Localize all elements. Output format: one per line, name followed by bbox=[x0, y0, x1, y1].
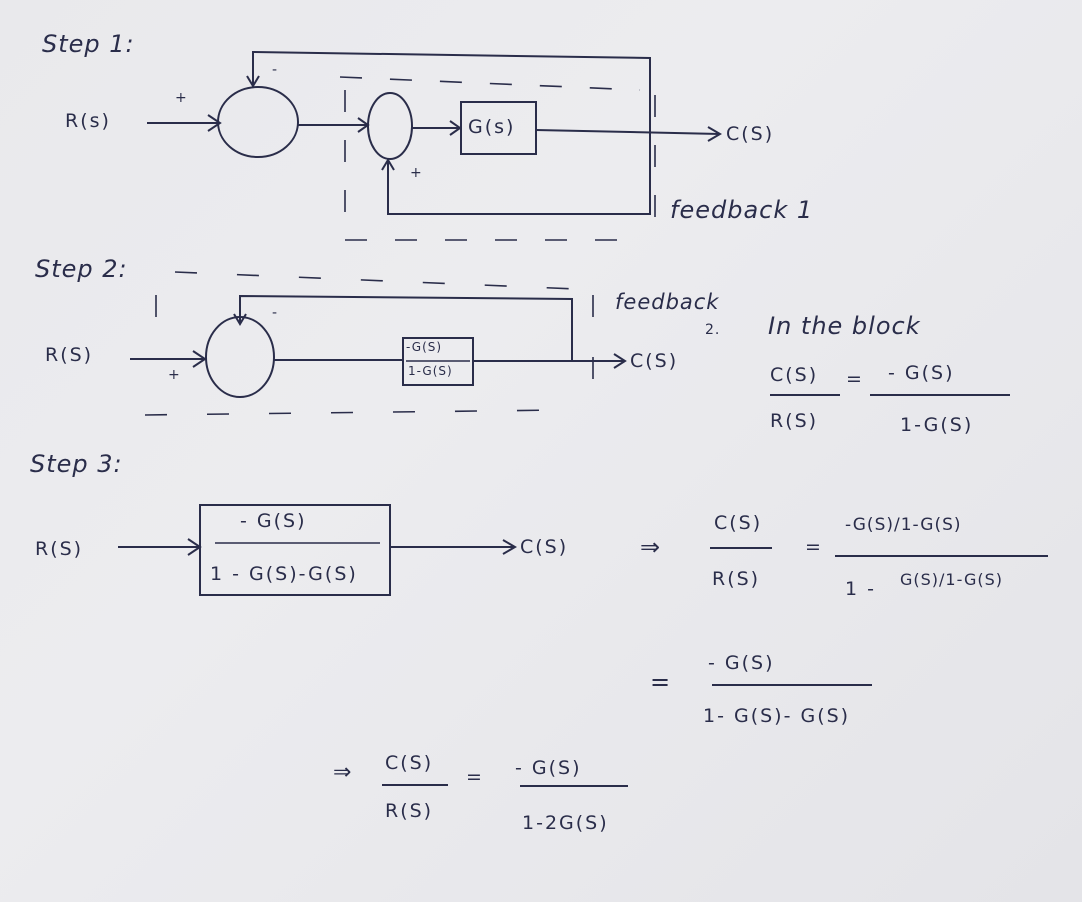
final-lhs-den: R(S) bbox=[385, 800, 434, 822]
eq-lhs-den: R(S) bbox=[712, 568, 761, 590]
step1-title: Step 1: bbox=[42, 30, 135, 58]
step3-output-label: C(S) bbox=[520, 536, 569, 558]
eq-sign: = bbox=[805, 536, 823, 558]
g-block-label: G(s) bbox=[468, 116, 516, 138]
final-lhs-num: C(S) bbox=[385, 752, 434, 774]
summing-junction-inner bbox=[367, 92, 413, 160]
final-rhs-num: - G(S) bbox=[515, 757, 582, 779]
g-block bbox=[460, 101, 537, 155]
step2-output-label: C(S) bbox=[630, 350, 679, 372]
step2-title: Step 2: bbox=[35, 255, 128, 283]
summing-junction-outer bbox=[217, 86, 299, 158]
final-sign: = bbox=[466, 766, 484, 788]
block-numerator: -G(S) bbox=[406, 340, 443, 354]
implies-symbol: ⇒ bbox=[640, 533, 663, 561]
eq-lhs-num: C(S) bbox=[770, 364, 819, 386]
eq2-sign: = bbox=[650, 668, 673, 696]
eq-sign: = bbox=[846, 368, 864, 390]
eq-lhs-num: C(S) bbox=[714, 512, 763, 534]
eq-lhs-den: R(S) bbox=[770, 410, 819, 432]
eq-rhs-num: - G(S) bbox=[888, 362, 955, 384]
eq2-num: - G(S) bbox=[708, 652, 775, 674]
block-numerator: - G(S) bbox=[240, 510, 307, 532]
eq-rhs-den-b: G(S)/1-G(S) bbox=[900, 570, 1004, 589]
feedback-2-number: 2. bbox=[705, 322, 721, 338]
step2-input-label: R(S) bbox=[45, 344, 94, 366]
implies-symbol: ⇒ bbox=[333, 760, 354, 785]
eq-rhs-den: 1-G(S) bbox=[900, 414, 974, 436]
step2-diagram bbox=[130, 271, 1010, 416]
feedback-2-label: feedback bbox=[615, 290, 720, 314]
step3-title: Step 3: bbox=[30, 450, 123, 478]
note-text: In the block bbox=[768, 312, 921, 340]
summing-junction bbox=[205, 316, 275, 398]
step1-output-label: C(S) bbox=[726, 123, 775, 145]
step1-diagram bbox=[147, 50, 722, 241]
step1-input-label: R(s) bbox=[65, 110, 111, 132]
sign-minus: - bbox=[272, 62, 279, 78]
eq-rhs-den-a: 1 - bbox=[845, 578, 876, 600]
block-denominator: 1-G(S) bbox=[408, 364, 453, 378]
block-denominator: 1 - G(S)-G(S) bbox=[210, 563, 358, 585]
final-rhs-den: 1-2G(S) bbox=[522, 812, 609, 834]
feedback-1-label: feedback 1 bbox=[670, 196, 814, 224]
sign-plus: + bbox=[410, 165, 423, 181]
final-block bbox=[199, 504, 391, 596]
eq2-den: 1- G(S)- G(S) bbox=[703, 705, 851, 727]
step3-diagram bbox=[118, 504, 1048, 787]
sign-plus: + bbox=[175, 90, 188, 106]
sign-minus: - bbox=[272, 305, 279, 321]
step3-input-label: R(S) bbox=[35, 538, 84, 560]
sign-plus: + bbox=[168, 367, 181, 383]
eq-rhs-num: -G(S)/1-G(S) bbox=[845, 515, 962, 535]
